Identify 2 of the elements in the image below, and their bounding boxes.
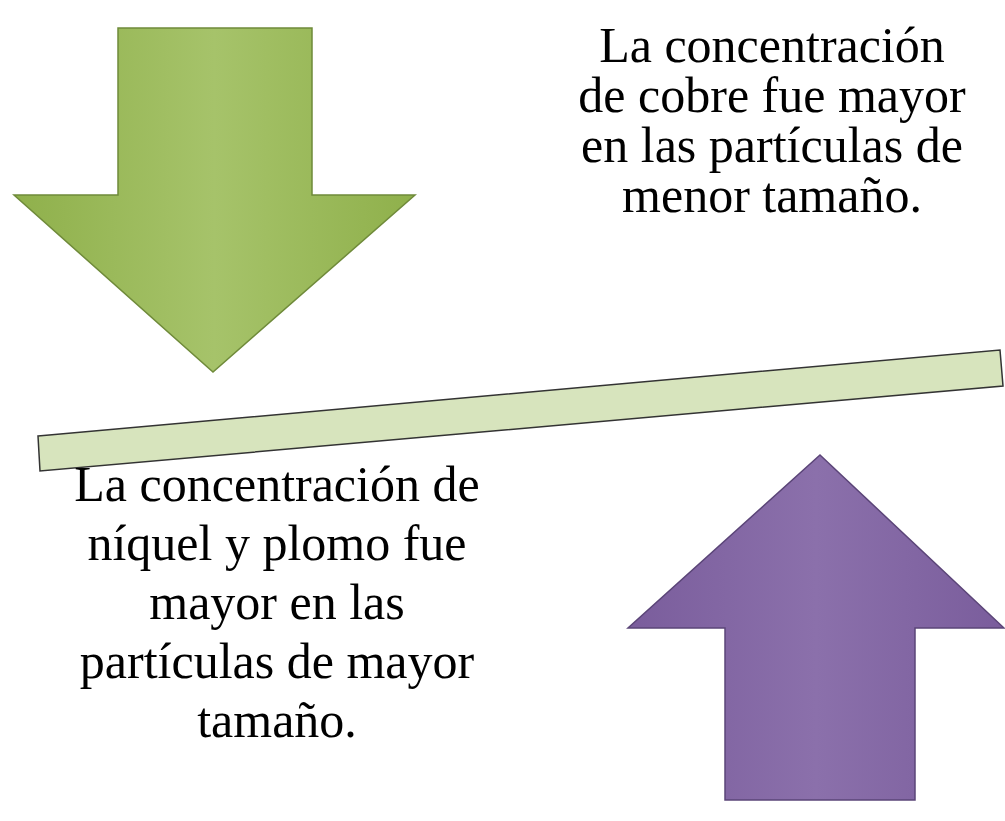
note-text: La concentración de cobre fue mayor en las partículas de menor tamaño.	[577, 20, 967, 220]
note-text: La concentración de níquel y plomo fue mayor en las partículas de mayor tamaño.	[73, 455, 481, 750]
